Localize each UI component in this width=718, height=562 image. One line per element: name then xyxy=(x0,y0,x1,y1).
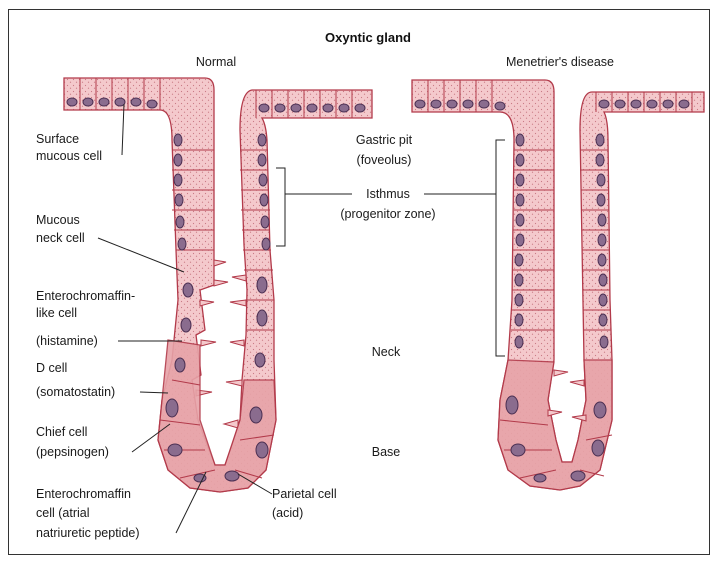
label-base: Base xyxy=(372,445,401,459)
label-neck: Neck xyxy=(372,345,401,359)
menetrier-gland xyxy=(412,80,704,490)
label-ec-anp-cell: Enterochromaffin cell (atrial natriureti… xyxy=(36,487,140,540)
label-surface-mucous-line1: Surface xyxy=(36,132,79,146)
label-ecl-line3: (histamine) xyxy=(36,334,98,348)
label-parietal-line1: Parietal cell xyxy=(272,487,337,501)
leader-surface-mucous xyxy=(122,104,124,155)
label-d-cell-line1: D cell xyxy=(36,361,67,375)
label-surface-mucous-cell: Surface mucous cell xyxy=(36,132,102,163)
label-parietal-line2: (acid) xyxy=(272,506,303,520)
label-chief-cell: Chief cell (pepsinogen) xyxy=(36,425,109,459)
label-gastric-pit-line1: Gastric pit xyxy=(356,133,413,147)
label-mucous-neck-cell: Mucous neck cell xyxy=(36,213,85,245)
label-chief-line1: Chief cell xyxy=(36,425,87,439)
label-ec-anp-line2: cell (atrial xyxy=(36,506,90,520)
label-isthmus-line1: Isthmus xyxy=(366,187,410,201)
label-mucous-neck-line1: Mucous xyxy=(36,213,80,227)
label-gastric-pit: Gastric pit (foveolus) xyxy=(356,133,413,167)
label-surface-mucous-line2: mucous cell xyxy=(36,149,102,163)
label-d-cell: D cell (somatostatin) xyxy=(36,361,115,399)
label-chief-line2: (pepsinogen) xyxy=(36,445,109,459)
label-isthmus-line2: (progenitor zone) xyxy=(340,207,435,221)
label-parietal-cell: Parietal cell (acid) xyxy=(272,487,337,520)
label-ec-anp-line3: natriuretic peptide) xyxy=(36,526,140,540)
isthmus-bracket-menetrier xyxy=(424,140,505,356)
panel-title-normal: Normal xyxy=(196,55,236,69)
label-mucous-neck-line2: neck cell xyxy=(36,231,85,245)
diagram-title: Oxyntic gland xyxy=(325,30,411,45)
label-isthmus: Isthmus (progenitor zone) xyxy=(340,187,435,221)
panel-title-menetrier: Menetrier's disease xyxy=(506,55,614,69)
label-ecl-line2: like cell xyxy=(36,306,77,320)
label-gastric-pit-line2: (foveolus) xyxy=(357,153,412,167)
normal-gland xyxy=(64,78,372,492)
leader-mucous-neck xyxy=(98,238,184,272)
label-ec-anp-line1: Enterochromaffin xyxy=(36,487,131,501)
label-d-cell-line2: (somatostatin) xyxy=(36,385,115,399)
label-ecl-cell: Enterochromaffin- like cell (histamine) xyxy=(36,289,135,348)
label-ecl-line1: Enterochromaffin- xyxy=(36,289,135,303)
